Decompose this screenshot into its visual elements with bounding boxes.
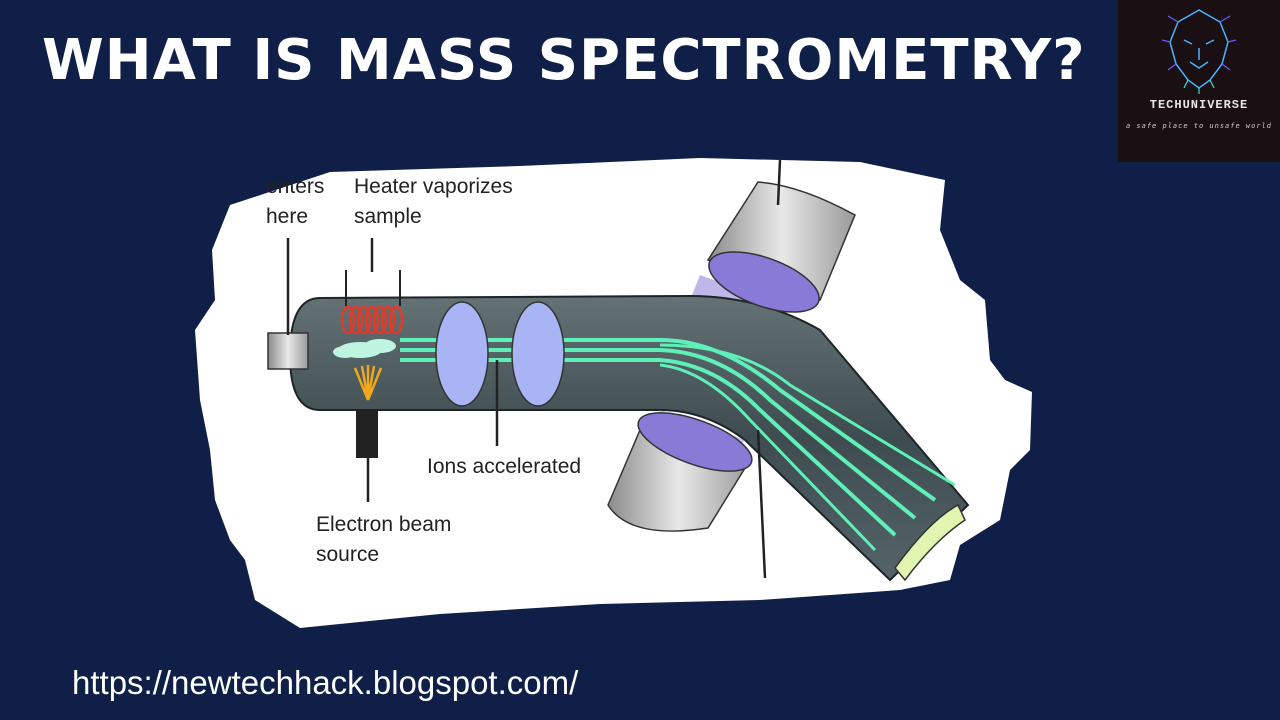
label-ions-accelerated: Ions accelerated bbox=[427, 455, 581, 478]
site-url[interactable]: https://newtechhack.blogspot.com/ bbox=[72, 664, 579, 701]
leader-lines bbox=[286, 159, 782, 579]
label-electron-line1: Electron beam bbox=[316, 513, 451, 536]
logo: TECHUNIVERSE a safe place to unsafe worl… bbox=[1118, 0, 1280, 162]
vapor-cloud bbox=[333, 339, 396, 358]
heater-coil bbox=[340, 270, 404, 335]
lion-circuit-icon bbox=[1161, 9, 1237, 94]
accelerator-plates bbox=[435, 301, 565, 407]
page-title: WHAT IS MASS SPECTROMETRY? bbox=[42, 28, 1086, 93]
logo-tagline: a safe place to unsafe world bbox=[1125, 122, 1272, 130]
label-electron-line2: source bbox=[316, 543, 379, 566]
label-enters-line1: enters bbox=[266, 175, 324, 198]
electron-beam-source bbox=[353, 365, 383, 458]
label-heater-line1: Heater vaporizes bbox=[354, 175, 513, 198]
detector bbox=[894, 503, 966, 582]
label-enters-line2: here bbox=[266, 205, 308, 228]
magnet-lower bbox=[607, 412, 753, 532]
logo-name: TECHUNIVERSE bbox=[1149, 98, 1249, 112]
magnet-upper bbox=[706, 181, 856, 313]
sample-inlet bbox=[267, 332, 309, 370]
label-heater-line2: sample bbox=[354, 205, 422, 228]
ion-beams bbox=[400, 338, 956, 552]
